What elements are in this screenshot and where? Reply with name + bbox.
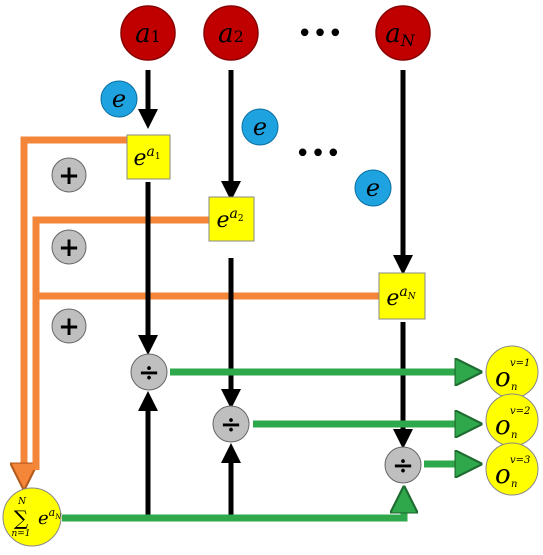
svg-text:aN: aN	[385, 19, 416, 50]
input-node-a1: a1	[120, 5, 176, 61]
svg-text:+: +	[58, 233, 80, 263]
input-node-a2: a2	[203, 5, 259, 61]
svg-text:∑: ∑	[14, 506, 29, 530]
sum-line-2	[32, 216, 210, 470]
svg-text:n: n	[511, 382, 517, 393]
input-node-aN: aN	[375, 5, 431, 61]
svg-text:÷: ÷	[138, 358, 160, 388]
plus-operator-1: +	[51, 157, 87, 193]
plus-operators: + + +	[51, 157, 87, 344]
svg-text:a2: a2	[218, 19, 244, 49]
output-node-1: o v=1 n	[485, 345, 539, 399]
ellipsis-top: •••	[297, 19, 343, 49]
exp-node-2: e	[241, 108, 279, 146]
divide-operator-3: ÷	[384, 446, 422, 484]
svg-text:n=1: n=1	[11, 529, 30, 539]
exp-node-1: e	[100, 80, 138, 118]
svg-text:e: e	[366, 174, 380, 202]
flow-arrows	[138, 70, 413, 517]
divide-operator-1: ÷	[130, 353, 168, 391]
svg-text:v=3: v=3	[510, 455, 530, 466]
svg-text:÷: ÷	[220, 410, 242, 440]
svg-text:o: o	[495, 363, 511, 393]
divide-operators: ÷ ÷ ÷	[130, 353, 422, 484]
output-arrows	[62, 372, 470, 522]
svg-text:ea2: ea2	[216, 206, 243, 233]
svg-text:e: e	[112, 85, 126, 113]
plus-operator-3: +	[51, 308, 87, 344]
output-nodes: o v=1 n o v=2 n o v=3 n	[485, 345, 539, 496]
output-node-3: o v=3 n	[485, 442, 539, 496]
svg-text:n: n	[511, 430, 517, 441]
output-node-2: o v=2 n	[485, 393, 539, 447]
svg-text:+: +	[58, 312, 80, 342]
svg-text:eaN: eaN	[38, 506, 62, 529]
svg-text:a1: a1	[135, 19, 161, 49]
exp-node-3: e	[354, 169, 392, 207]
svg-text:o: o	[495, 411, 511, 441]
arrow-sum-to-div3	[62, 498, 404, 522]
exp-box-2: ea2	[208, 196, 255, 242]
svg-text:÷: ÷	[392, 451, 414, 481]
exp-box-1: ea1	[126, 134, 171, 180]
summation-lines	[24, 136, 380, 478]
plus-operator-2: +	[51, 229, 87, 265]
svg-text:v=2: v=2	[510, 406, 530, 417]
svg-text:N: N	[17, 497, 27, 507]
svg-text:v=1: v=1	[510, 358, 530, 369]
sum-node: N ∑ n=1 eaN	[2, 487, 62, 547]
exp-boxes: ea1 ea2 eaN	[126, 134, 426, 320]
svg-text:n: n	[511, 479, 517, 490]
svg-text:ea1: ea1	[133, 144, 160, 171]
svg-text:+: +	[58, 161, 80, 191]
svg-text:e: e	[253, 113, 267, 141]
ellipsis-middle: •••	[295, 139, 341, 169]
exp-box-N: eaN	[378, 272, 426, 320]
divide-operator-2: ÷	[212, 405, 250, 443]
sum-line-1	[24, 136, 128, 478]
input-nodes: a1 a2 aN	[120, 5, 431, 61]
exp-nodes: e e e	[100, 80, 392, 207]
svg-text:eaN: eaN	[386, 284, 416, 311]
svg-text:o: o	[495, 460, 511, 490]
